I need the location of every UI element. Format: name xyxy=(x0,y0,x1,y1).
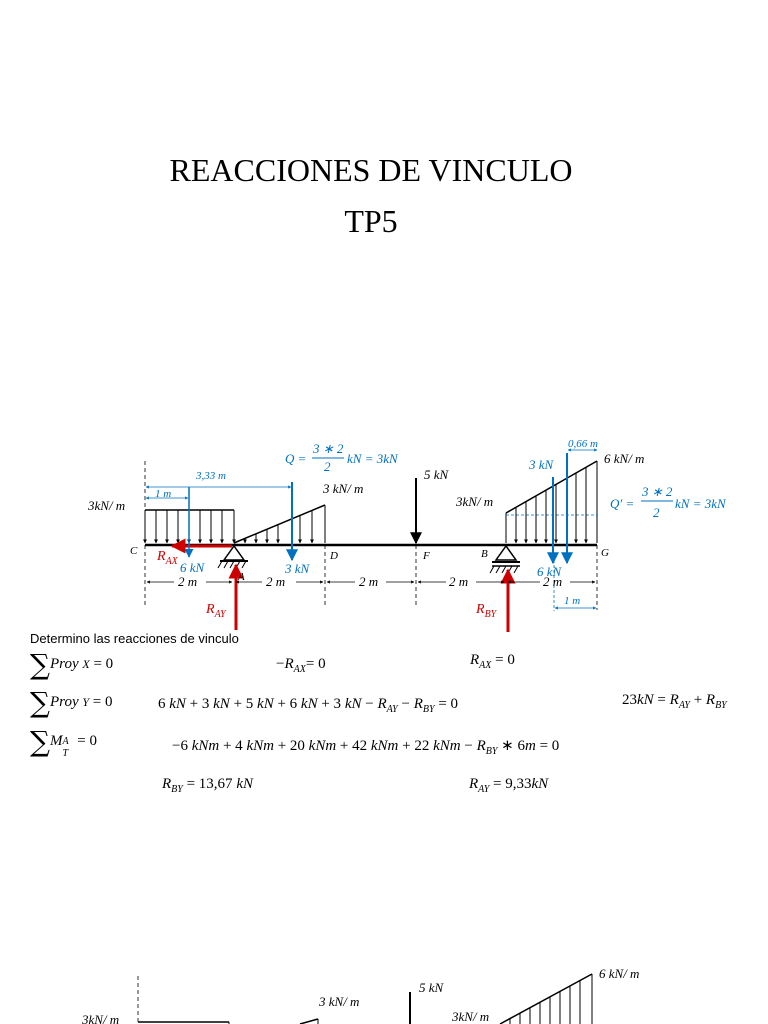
eq2-res: 23kN = RAY + RBY xyxy=(622,692,727,711)
label2-load-right-start: 3kN/ m xyxy=(451,1009,489,1024)
eq2-mid: 6 kN + 3 kN + 5 kN + 6 kN + 3 kN − RAY −… xyxy=(158,696,459,715)
label-333: 3,33 m xyxy=(195,470,226,482)
point-a: A xyxy=(237,571,245,583)
label2-point-load-f: 5 kN xyxy=(419,980,445,995)
beam-diagram-2: 3kN/ m 3 kN/ m 5 kN 3kN/ m 6 kN/ m xyxy=(81,966,639,1024)
label-3kn-left: 3 kN xyxy=(284,561,311,576)
point-b: B xyxy=(481,548,488,560)
label2-load-left: 3kN/ m xyxy=(81,1012,119,1024)
eq1-mid: −RAX= 0 xyxy=(276,656,326,675)
label2-load-right-end: 6 kN/ m xyxy=(599,966,639,981)
label-1m-top: 1 m xyxy=(155,488,171,500)
triangular-load-mid xyxy=(233,504,326,544)
uniform-load-left xyxy=(143,509,236,544)
span-label: 2 m xyxy=(359,574,378,589)
q-equation: Q = 3 ∗ 2 2 kN = 3kN xyxy=(285,441,399,474)
svg-text:kN = 3kN: kN = 3kN xyxy=(675,496,727,511)
label-ray: RAY xyxy=(205,602,227,620)
page-title: REACCIONES DE VINCULO xyxy=(169,152,573,188)
label-6kn-right: 6 kN xyxy=(537,564,563,579)
label-6kn-left: 6 kN xyxy=(180,560,206,575)
label-rby: RBY xyxy=(475,602,498,620)
page-subtitle: TP5 xyxy=(344,203,398,239)
result-ray: RAY = 9,33kN xyxy=(469,776,549,795)
point-f: F xyxy=(422,550,430,562)
span-label: 2 m xyxy=(266,574,285,589)
q-prime-equation: Q′ = 3 ∗ 2 2 kN = 3kN xyxy=(610,484,727,520)
point-c: C xyxy=(130,545,138,557)
intro-text: Determino las reacciones de vinculo xyxy=(30,631,239,646)
svg-text:Q′ =: Q′ = xyxy=(610,496,634,511)
label-load-right-end: 6 kN/ m xyxy=(604,451,644,466)
svg-text:kN = 3kN: kN = 3kN xyxy=(347,451,399,466)
label-load-left: 3kN/ m xyxy=(87,498,125,513)
label-066: 0,66 m xyxy=(568,438,598,450)
label-1m-bottom: 1 m xyxy=(564,595,580,607)
svg-text:3 ∗ 2: 3 ∗ 2 xyxy=(641,484,673,499)
point-g: G xyxy=(601,547,609,559)
label-point-load-f: 5 kN xyxy=(424,467,450,482)
eq1-lhs: ∑Proy X = 0 xyxy=(30,648,114,681)
result-rby: RBY = 13,67 kN xyxy=(162,776,253,795)
eq1-res: RAX = 0 xyxy=(470,652,515,671)
span-label: 2 m xyxy=(449,574,468,589)
label2-load-tri-mid: 3 kN/ m xyxy=(318,994,359,1009)
label-rax: RAX xyxy=(156,549,179,567)
svg-text:2: 2 xyxy=(653,505,660,520)
eq3-mid: −6 kNm + 4 kNm + 20 kNm + 42 kNm + 22 kN… xyxy=(172,738,560,757)
svg-text:2: 2 xyxy=(324,459,331,474)
svg-text:3 ∗ 2: 3 ∗ 2 xyxy=(312,441,344,456)
span-label: 2 m xyxy=(178,574,197,589)
label-3kn-right: 3 kN xyxy=(528,457,555,472)
beam-diagram: 3kN/ m 3 kN/ m 5 kN 3kN/ m 6 kN/ m C A D… xyxy=(87,438,727,632)
label-load-right-start: 3kN/ m xyxy=(455,494,493,509)
label-load-tri-mid: 3 kN/ m xyxy=(322,481,363,496)
pin-support-a xyxy=(217,544,248,569)
roller-support-b xyxy=(489,544,520,574)
trapezoidal-load-right xyxy=(505,460,598,544)
eq2-lhs: ∑Proy Y = 0 xyxy=(30,686,113,719)
svg-text:Q =: Q = xyxy=(285,451,306,466)
span-label: 2 m xyxy=(543,574,562,589)
point-d: D xyxy=(329,550,338,562)
